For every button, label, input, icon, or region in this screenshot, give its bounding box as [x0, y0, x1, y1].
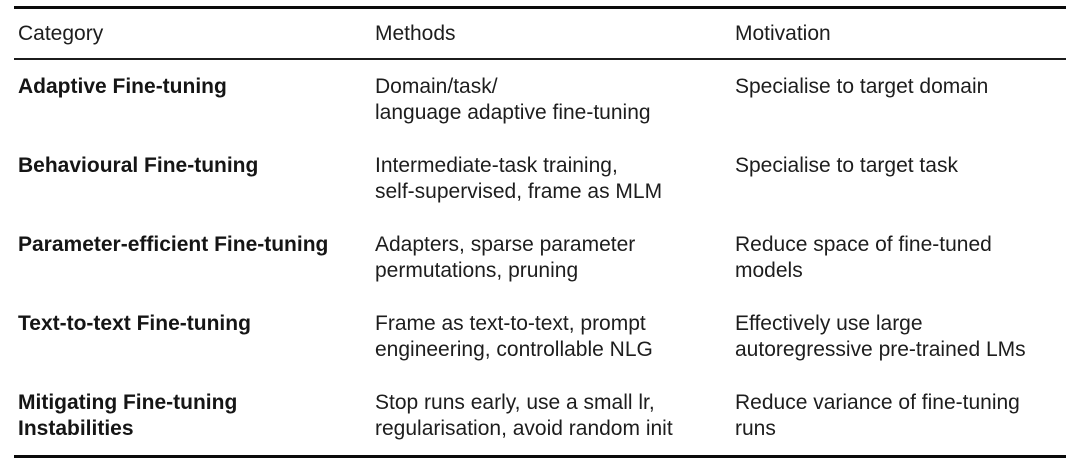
motivation-cell: Effectively use large autoregressive pre…: [735, 312, 1026, 361]
table-row: Adaptive Fine-tuning Domain/task/ langua…: [14, 60, 1066, 139]
methods-cell: Domain/task/ language adaptive fine-tuni…: [375, 75, 651, 124]
category-cell: Text-to-text Fine-tuning: [18, 312, 251, 335]
category-cell: Parameter-efficient Fine-tuning: [18, 233, 329, 256]
methods-cell: Stop runs early, use a small lr, regular…: [375, 391, 673, 440]
methods-cell: Adapters, sparse parameter permutations,…: [375, 233, 636, 282]
category-cell: Behavioural Fine-tuning: [18, 154, 259, 177]
methods-cell: Frame as text-to-text, prompt engineerin…: [375, 312, 653, 361]
category-cell: Adaptive Fine-tuning: [18, 75, 227, 98]
header-row: Category Methods Motivation: [14, 9, 1066, 60]
table-row: Parameter-efficient Fine-tuning Adapters…: [14, 218, 1066, 297]
column-header-methods: Methods: [375, 22, 456, 45]
column-header-motivation: Motivation: [735, 22, 831, 45]
table-figure: Category Methods Motivation Adaptive Fin…: [14, 6, 1066, 458]
motivation-cell: Specialise to target domain: [735, 75, 989, 98]
table-row: Behavioural Fine-tuning Intermediate-tas…: [14, 139, 1066, 218]
column-header-category: Category: [18, 22, 104, 45]
methods-cell: Intermediate-task training, self-supervi…: [375, 154, 663, 203]
table-row: Mitigating Fine-tuning Instabilities Sto…: [14, 376, 1066, 455]
motivation-cell: Reduce space of fine-tuned models: [735, 233, 992, 282]
table-row: Text-to-text Fine-tuning Frame as text-t…: [14, 297, 1066, 376]
fine-tuning-methods-table: Category Methods Motivation Adaptive Fin…: [14, 6, 1066, 458]
category-cell: Mitigating Fine-tuning Instabilities: [18, 391, 238, 440]
motivation-cell: Reduce variance of fine-tuning runs: [735, 391, 1020, 440]
motivation-cell: Specialise to target task: [735, 154, 958, 177]
